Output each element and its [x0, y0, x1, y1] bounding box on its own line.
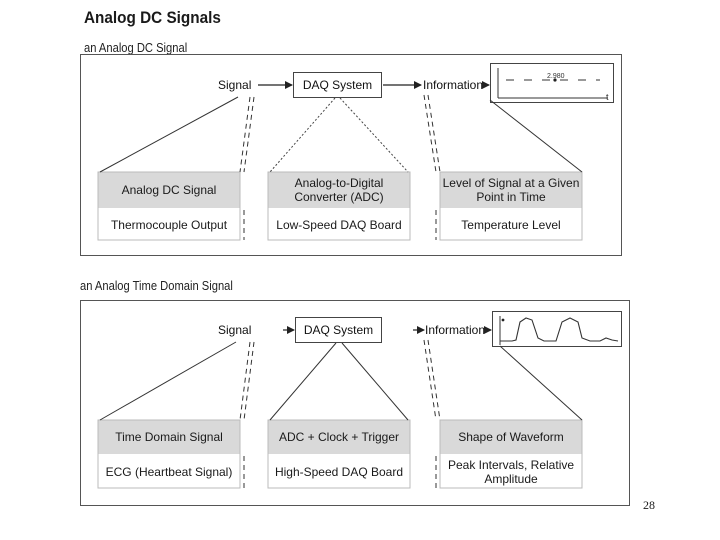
page-title: Analog DC Signals — [84, 8, 221, 27]
section2-col3-frame — [439, 419, 583, 489]
section2-col2-header: ADC + Clock + Trigger — [268, 420, 410, 454]
section2-waveform-marker — [501, 318, 505, 322]
section2-fan-col2-right — [341, 342, 409, 421]
section1-chart-reading: 2.980 — [547, 73, 565, 80]
section1-chart-axis-label: t — [606, 92, 609, 102]
section2-fan-col1-right — [239, 341, 251, 421]
section2-col2-frame — [267, 419, 411, 489]
section2-signal-label: Signal — [218, 323, 252, 337]
section1-signal-label: Signal — [218, 78, 252, 92]
section1-fan-col1-right2 — [243, 96, 255, 173]
section1-col3-frame — [439, 171, 583, 241]
section2-fan-col3-left — [423, 339, 437, 421]
section1-subtitle: an Analog DC Signal — [84, 40, 188, 55]
section2-waveform-trace — [500, 317, 619, 342]
section1-col1-frame — [97, 171, 241, 241]
section2-fan-col2-left — [269, 342, 337, 421]
section1-col3-detail: Temperature Level — [440, 210, 582, 240]
section2-col3-detail: Peak Intervals, Relative Amplitude — [440, 456, 582, 488]
section1-dc-sample-point — [553, 78, 557, 82]
section1-fan-col2-left — [269, 97, 336, 173]
section1-fan-col1-right — [239, 96, 251, 173]
section1-col2-detail: Low-Speed DAQ Board — [268, 210, 410, 240]
section2-fan-col3-left2 — [427, 339, 441, 421]
section2-daq-system-box: DAQ System — [295, 317, 382, 343]
section2-subtitle: an Analog Time Domain Signal — [80, 278, 233, 293]
section1-col1-detail: Thermocouple Output — [98, 210, 240, 240]
section1-daq-system-box: DAQ System — [293, 72, 382, 98]
section1-fan-col2-right — [339, 97, 409, 173]
section1-col3-header: Level of Signal at a Given Point in Time — [440, 172, 582, 208]
section1-col1-header: Analog DC Signal — [98, 172, 240, 208]
page-number: 28 — [643, 498, 655, 512]
section2-information-label: Information — [425, 323, 486, 337]
section2-fan-col3-right — [499, 345, 583, 421]
section2-fan-col1-right2 — [243, 341, 255, 421]
section1-fan-col3-left — [423, 94, 437, 173]
section1-information-label: Information — [423, 78, 484, 92]
section2-col1-header: Time Domain Signal — [98, 420, 240, 454]
section2-col3-header: Shape of Waveform — [440, 420, 582, 454]
section1-fan-col3-right — [489, 99, 583, 173]
section1-col2-header: Analog-to-Digital Converter (ADC) — [268, 172, 410, 208]
section1-fan-col3-left2 — [427, 94, 441, 173]
section1-col2-frame — [267, 171, 411, 241]
section2-col1-detail: ECG (Heartbeat Signal) — [98, 456, 240, 488]
section1-dc-waveform-chart — [490, 63, 614, 103]
section2-fan-col1-left — [99, 341, 237, 421]
section2-col2-detail: High-Speed DAQ Board — [268, 456, 410, 488]
section1-fan-col1-left — [99, 96, 239, 173]
section2-col1-frame — [97, 419, 241, 489]
